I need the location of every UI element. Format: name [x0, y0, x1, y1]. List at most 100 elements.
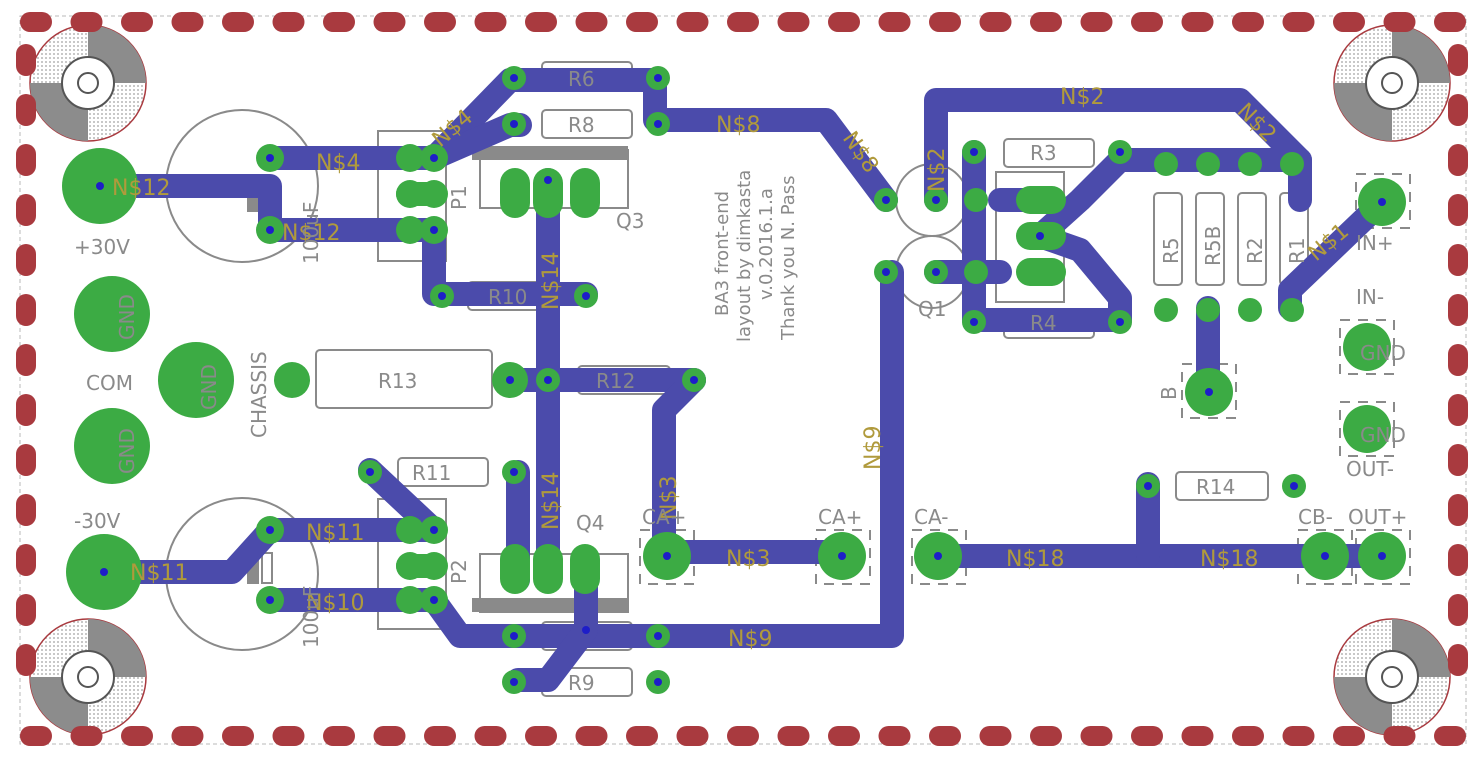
- designator-q1: Q1: [918, 297, 946, 321]
- outline-stipple-dash: [828, 12, 860, 32]
- heatsink-tab-q4: [472, 598, 628, 612]
- credit-line-4: Thank you N. Pass: [778, 175, 799, 341]
- outline-stipple-dash: [272, 726, 305, 746]
- designator-r14: R14: [1196, 475, 1235, 499]
- label-cb-minus: CB-: [1298, 505, 1333, 529]
- designator-r11: R11: [412, 461, 451, 485]
- designator-r9: R9: [568, 671, 595, 695]
- via-drill: [1378, 198, 1386, 206]
- net-label-n11-a: N$11: [306, 521, 364, 546]
- outline-stipple-dash: [878, 726, 911, 746]
- outline-stipple-dash: [1448, 194, 1468, 226]
- outline-stipple-dash: [1333, 726, 1365, 746]
- trace-n11: [92, 518, 446, 584]
- credit-line-3: v.0.2016.1.a: [756, 188, 777, 300]
- net-label-n8-a: N$8: [716, 113, 760, 138]
- resistor-r13-body: [315, 349, 493, 409]
- via-drill: [438, 292, 446, 300]
- outline-stipple-dash: [1080, 12, 1113, 32]
- trace-n3: [652, 368, 854, 564]
- outline-stipple-dash: [1282, 726, 1315, 746]
- label-in-plus: IN+: [1356, 231, 1394, 255]
- net-label-n3-b: N$3: [726, 547, 770, 572]
- outline-stipple-dash: [16, 544, 36, 576]
- outline-stipple-dash: [474, 12, 507, 32]
- via-drill: [1205, 388, 1213, 396]
- outline-stipple-dash: [222, 726, 254, 746]
- via-drill: [1378, 552, 1386, 560]
- via-drill: [510, 678, 518, 686]
- via-drill: [1321, 552, 1329, 560]
- outline-stipple-dash: [777, 726, 810, 746]
- designator-r5b: R5B: [1201, 226, 1225, 266]
- outline-stipple-dash: [1448, 344, 1468, 376]
- resistor-r5-body: [1153, 192, 1183, 286]
- outline-stipple-dash: [16, 194, 36, 226]
- outline-stipple-dash: [1448, 394, 1468, 426]
- outline-stipple-dash: [979, 12, 1012, 32]
- outline-stipple-dash: [20, 12, 52, 32]
- credit-line-1: BA3 front-end: [712, 191, 733, 316]
- resistor-r2-body: [1237, 192, 1267, 286]
- via-drill: [1116, 148, 1124, 156]
- via-drill: [1290, 482, 1298, 490]
- designator-r6: R6: [568, 67, 595, 91]
- via-drill: [366, 468, 374, 476]
- via-drill: [510, 468, 518, 476]
- outline-stipple-dash: [70, 12, 103, 32]
- outline-stipple-dash: [16, 344, 36, 376]
- outline-stipple-dash: [929, 12, 961, 32]
- designator-r8: R8: [568, 113, 595, 137]
- via-drill: [544, 376, 552, 384]
- outline-stipple-dash: [323, 726, 355, 746]
- outline-stipple-dash: [1181, 726, 1214, 746]
- outline-stipple-dash: [727, 726, 759, 746]
- mounting-hole-top-left: [29, 24, 147, 142]
- outline-stipple-dash: [1448, 144, 1468, 176]
- silkscreen-layer: [165, 61, 1411, 697]
- outline-stipple-dash: [1232, 726, 1264, 746]
- via-drill: [654, 74, 662, 82]
- via-drills: [96, 74, 1386, 686]
- outline-stipple-dash: [1181, 12, 1214, 32]
- outline-stipple-dash: [727, 12, 759, 32]
- outline-stipple-dash: [1383, 726, 1416, 746]
- via-drill: [1036, 232, 1044, 240]
- label-ca-plus-left: CA+: [642, 505, 686, 529]
- outline-stipple-dash: [1434, 726, 1466, 746]
- outline-stipple-dash: [1448, 244, 1468, 276]
- outline-stipple-dash: [16, 94, 36, 126]
- outline-stipple-dash: [1131, 726, 1163, 746]
- via-drill: [266, 226, 274, 234]
- trace-n9: [258, 260, 904, 648]
- label-plus30v: +30V: [74, 235, 130, 259]
- outline-stipple-dash: [424, 12, 456, 32]
- outline-stipple-dash: [16, 294, 36, 326]
- outline-stipple-dash: [1131, 12, 1163, 32]
- via-drill: [430, 596, 438, 604]
- designator-r12: R12: [596, 369, 635, 393]
- via-drill: [510, 120, 518, 128]
- outline-stipple-dash: [16, 644, 36, 676]
- outline-stipple-dash: [16, 394, 36, 426]
- net-label-n4: N$4: [316, 151, 360, 176]
- resistor-r11-body: [397, 457, 489, 487]
- outline-stipple-dash: [1080, 726, 1113, 746]
- label-minus30v: -30V: [74, 509, 121, 533]
- outline-stipple-dash: [171, 726, 204, 746]
- part-designators: R6 R8 R10 R13 R12 R11 R9 R3 R4 R5 R5B R2…: [378, 67, 1309, 695]
- via-drill: [582, 626, 590, 634]
- net-label-n12-a: N$12: [112, 176, 170, 201]
- label-out-minus: OUT-: [1346, 457, 1394, 481]
- trace-n11b: [358, 458, 446, 542]
- outline-stipple-dash: [171, 12, 204, 32]
- outline-stipple-dash: [474, 726, 507, 746]
- net-label-n11-b: N$11: [130, 561, 188, 586]
- via-drill: [970, 148, 978, 156]
- designator-q3: Q3: [616, 209, 644, 233]
- designator-r5: R5: [1159, 237, 1183, 264]
- pad-gnd-3: [74, 408, 150, 484]
- outline-stipple-dash: [16, 144, 36, 176]
- credit-block: BA3 front-end layout by dimkasta v.0.201…: [712, 170, 799, 342]
- outline-stipple-dash: [1383, 12, 1416, 32]
